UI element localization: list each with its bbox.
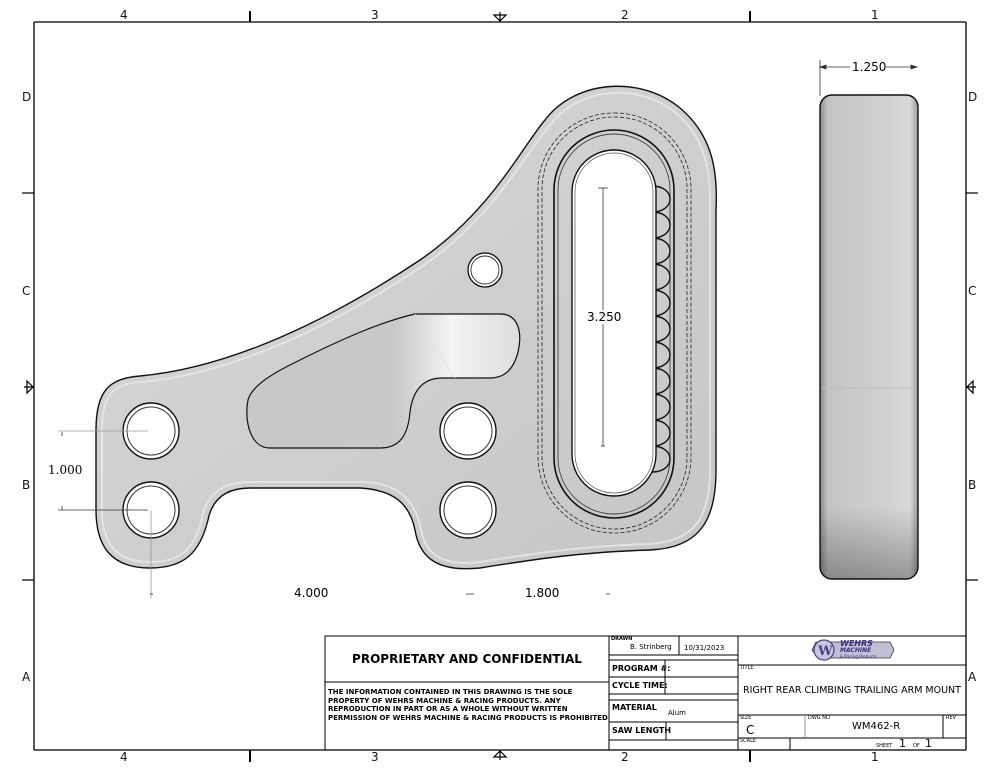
- zone-top-1: 1: [871, 8, 879, 22]
- zone-bottom-4: 4: [120, 750, 128, 764]
- title-label: TITLE: [740, 665, 754, 671]
- dim-thickness: 1.250: [852, 60, 887, 74]
- zone-bottom-2: 2: [621, 750, 629, 764]
- zone-right-a: A: [968, 670, 977, 684]
- drawn-by: B. Strinberg: [630, 643, 672, 651]
- zone-top-2: 2: [621, 8, 629, 22]
- dim-hole-spacing: 1.000: [48, 463, 83, 477]
- zone-bottom-1: 1: [871, 750, 879, 764]
- zone-left-a: A: [22, 670, 31, 684]
- proprietary-line-3: REPRODUCTION IN PART OR AS A WHOLE WITHO…: [328, 705, 568, 713]
- sheet-number: 1: [899, 737, 906, 750]
- zone-top-3: 3: [371, 8, 379, 22]
- proprietary-line-1: THE INFORMATION CONTAINED IN THIS DRAWIN…: [328, 688, 573, 696]
- sheet-total: 1: [925, 737, 932, 750]
- proprietary-heading: PROPRIETARY AND CONFIDENTIAL: [352, 652, 582, 666]
- proprietary-line-2: PROPERTY OF WEHRS MACHINE & RACING PRODU…: [328, 696, 561, 705]
- zone-left-c: C: [22, 284, 31, 298]
- mount-hole-lower-right: [439, 481, 497, 539]
- proprietary-notice: THE INFORMATION CONTAINED IN THIS DRAWIN…: [328, 688, 608, 722]
- logo-line-1: WEHRS: [840, 639, 873, 648]
- size-value: C: [746, 723, 755, 737]
- title-block-grid: [324, 635, 967, 751]
- proprietary-line-4: PERMISSION OF WEHRS MACHINE & RACING PRO…: [328, 713, 608, 722]
- dim-horizontal-2: 1.800: [525, 586, 560, 600]
- side-view: [819, 94, 919, 580]
- drawn-label: DRAWN: [611, 636, 633, 642]
- logo-line-2: MACHINE: [840, 647, 872, 654]
- slot-scallops: [651, 185, 671, 473]
- program-label: PROGRAM #:: [612, 664, 671, 673]
- logo-line-3: & Racing Products: [840, 654, 877, 659]
- front-view: [95, 85, 718, 570]
- material-label: MATERIAL: [612, 703, 657, 712]
- centering-marks: [24, 12, 976, 760]
- size-label: SIZE: [740, 715, 752, 721]
- zone-left-d: D: [22, 90, 32, 104]
- lightening-pocket: [246, 313, 521, 449]
- sheet-label: SHEET: [876, 743, 893, 749]
- drawn-date: 10/31/2023: [684, 644, 725, 652]
- dwg-no-value: WM462-R: [852, 721, 901, 732]
- cycle-time-label: CYCLE TIME:: [612, 681, 668, 690]
- dim-horizontal-1: 4.000: [294, 586, 329, 600]
- saw-length-field[interactable]: [668, 726, 736, 737]
- svg-text:W: W: [817, 644, 833, 659]
- drawing-title: RIGHT REAR CLIMBING TRAILING ARM MOUNT: [743, 685, 961, 696]
- sheet-of-label: OF: [913, 743, 920, 749]
- scale-label: SCALE: [740, 738, 757, 744]
- mount-hole-upper-right: [439, 402, 497, 460]
- program-field[interactable]: [668, 664, 736, 675]
- dim-slot-length: 3.250: [586, 310, 623, 324]
- zone-right-d: D: [968, 90, 978, 104]
- zone-bottom-3: 3: [371, 750, 379, 764]
- mount-hole-upper-left: [122, 402, 180, 460]
- material-value: Alum: [668, 709, 686, 717]
- zone-top-4: 4: [120, 8, 128, 22]
- zone-right-c: C: [968, 284, 977, 298]
- company-logo: W WEHRS MACHINE & Racing Products: [810, 638, 896, 662]
- small-hole: [467, 252, 503, 288]
- zone-right-b: B: [968, 478, 977, 492]
- zone-left-b: B: [22, 478, 31, 492]
- cycle-time-field[interactable]: [668, 681, 736, 692]
- saw-length-label: SAW LENGTH: [612, 726, 672, 735]
- rev-label: REV: [946, 715, 957, 721]
- dwg-no-label: DWG NO: [808, 715, 830, 721]
